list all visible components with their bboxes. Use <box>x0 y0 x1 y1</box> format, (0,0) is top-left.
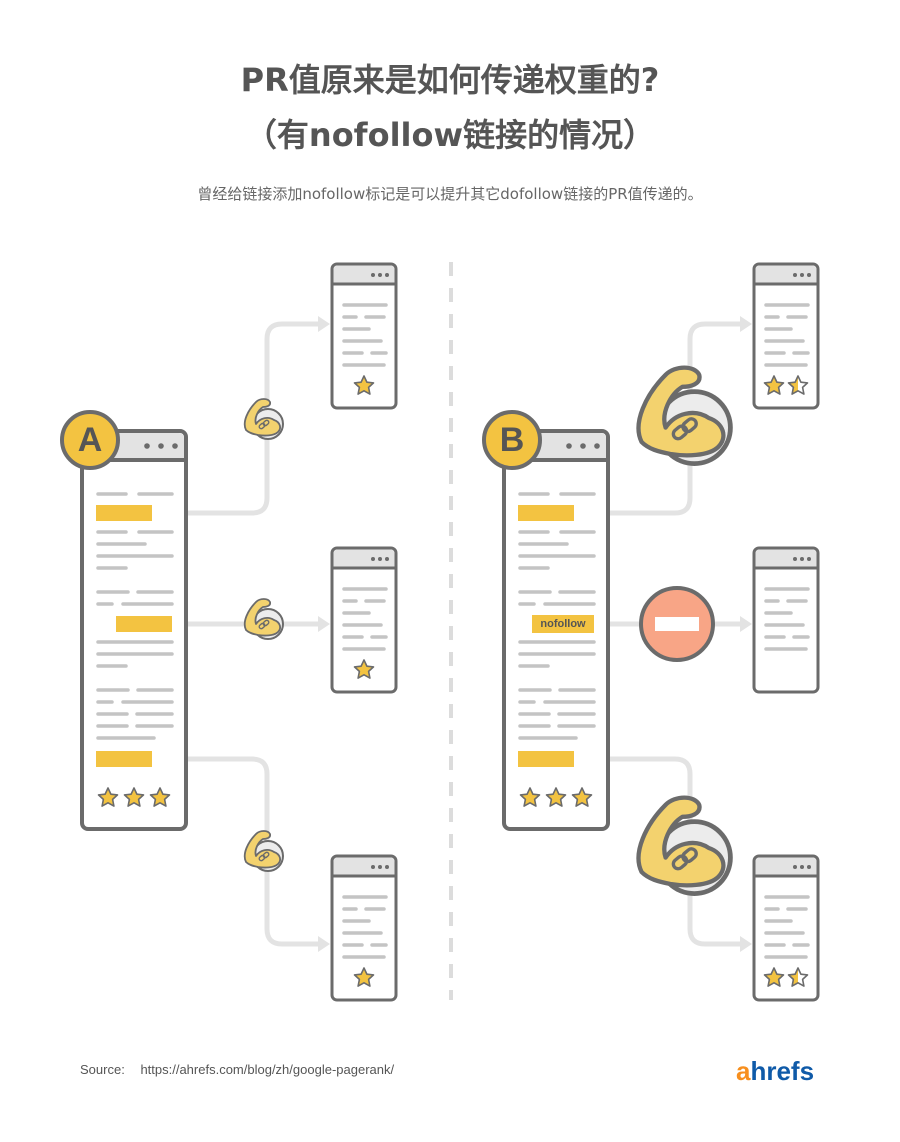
ahrefs-logo: ahrefs <box>736 1056 815 1086</box>
flexed-arm-link-icon <box>243 830 284 872</box>
description-text: 曾经给链接添加nofollow标记是可以提升其它dofollow链接的PR值传递… <box>197 185 703 203</box>
link-highlight-a1 <box>96 505 152 521</box>
page-subtitle-heading: （有nofollow链接的情况） <box>244 116 656 154</box>
flexed-arm-link-icon-large <box>639 798 731 894</box>
source-label: Source: <box>80 1062 125 1077</box>
scenario-b <box>502 262 820 1002</box>
source-stars-a <box>97 787 171 807</box>
scenario-a <box>80 262 398 1002</box>
source-citation: Source: https://ahrefs.com/blog/zh/googl… <box>80 1062 394 1077</box>
target-page-b2 <box>752 546 820 694</box>
page-title: PR值原来是如何传递权重的? <box>240 61 660 99</box>
scenario-b-badge: B <box>482 410 542 470</box>
link-highlight-b1 <box>518 505 574 521</box>
source-link[interactable]: https://ahrefs.com/blog/zh/google-pagera… <box>140 1062 395 1077</box>
link-highlight-a3 <box>96 751 152 767</box>
target-page-a1 <box>330 262 398 410</box>
nofollow-label: nofollow <box>532 615 594 633</box>
target-page-b1 <box>752 262 820 410</box>
link-highlight-a2 <box>116 616 172 632</box>
no-entry-icon <box>639 586 715 662</box>
link-highlight-b3 <box>518 751 574 767</box>
flexed-arm-link-icon-large <box>639 368 731 464</box>
source-stars-b <box>519 787 593 807</box>
flexed-arm-link-icon <box>243 598 284 640</box>
flexed-arm-link-icon <box>243 398 284 440</box>
target-page-a2 <box>330 546 398 694</box>
scenario-a-badge: A <box>60 410 120 470</box>
target-page-b3 <box>752 854 820 1002</box>
target-page-a3 <box>330 854 398 1002</box>
